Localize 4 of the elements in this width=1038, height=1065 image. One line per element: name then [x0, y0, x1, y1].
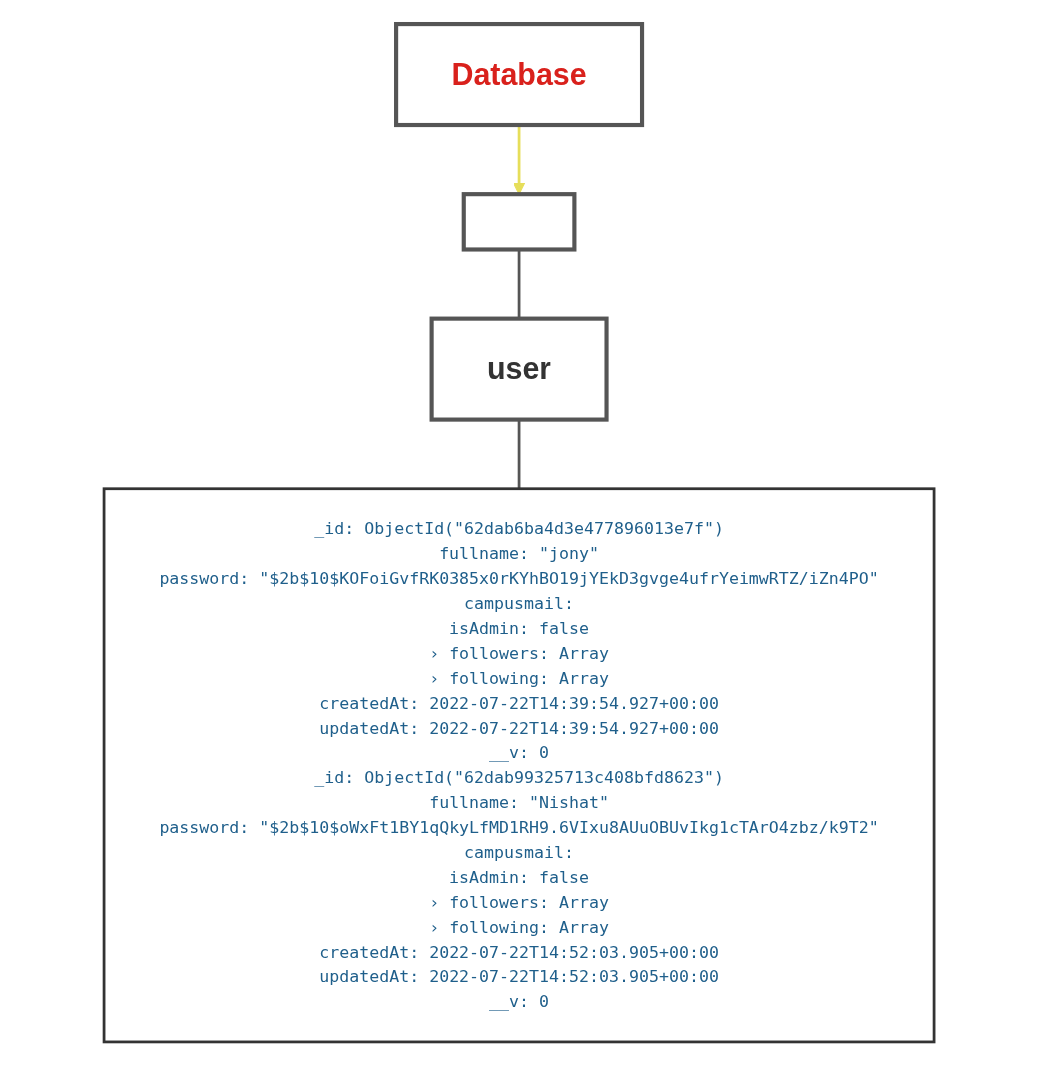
- node-box: user: [429, 316, 609, 422]
- node-box: _id: ObjectId("62dab6ba4d3e477896013e7f") fullname: "jony" password: "$2b$10$KOFoiGvfRK0385x0rKYhBO19jYEkD3gvge4ufrYeimwRTZ/iZn4PO" campusmail: isAdmin: false › followers: Array › following: Array createdAt: 2022-07-22T14:39:54.927+00:00 updatedAt: 2022-07-22T14:39:54.927+00:00 __v: 0 _id: ObjectId("62dab99325713c408bfd8623") fullname: "Nishat" password: "$2b$10$oWxFt1BY1qQkyLfMD1RH9.6VIxu8AUuOBUvIkg1cTArO4zbz/k9T2" campusmail: isAdmin: false › followers: Array › following: Array createdAt: 2022-07-22T14:52:03.905+00:00 updatedAt: 2022-07-22T14:52:03.905+00:00 __v: 0: [102, 486, 936, 1043]
- node-box: [461, 191, 577, 252]
- node-box: Database: [393, 21, 645, 127]
